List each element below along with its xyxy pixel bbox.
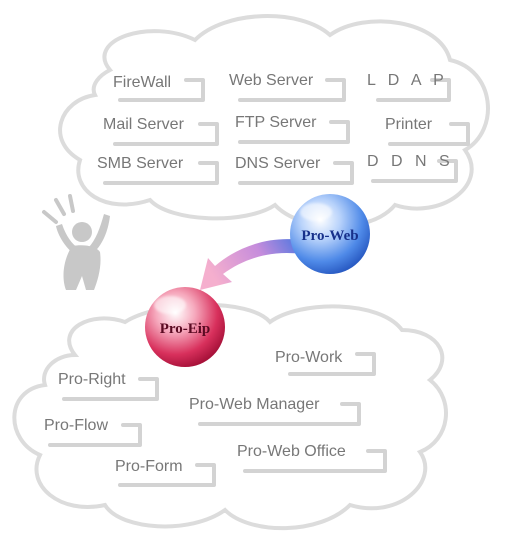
pro-eip-ball: Pro-Eip bbox=[145, 287, 225, 367]
label-pro-right: Pro-Right bbox=[58, 371, 126, 388]
label-pro-form: Pro-Form bbox=[115, 458, 183, 475]
tag-pro-web-office bbox=[243, 449, 387, 473]
bottom-cloud-labels: Pro-Work Pro-Right Pro-Web Manager Pro-F… bbox=[44, 349, 387, 487]
flow-arrow bbox=[200, 239, 302, 290]
label-web-server: Web Server bbox=[229, 72, 314, 89]
tag-mail-server bbox=[113, 122, 219, 146]
tag-ftp-server bbox=[238, 120, 350, 144]
tag-web-server bbox=[238, 78, 346, 102]
label-smb-server: SMB Server bbox=[97, 155, 184, 172]
tag-smb-server bbox=[103, 161, 219, 185]
tag-dns-server bbox=[238, 161, 354, 185]
label-pro-web-manager: Pro-Web Manager bbox=[189, 396, 320, 413]
tag-ddns bbox=[371, 159, 458, 183]
cheering-person-icon bbox=[42, 194, 110, 290]
label-dns-server: DNS Server bbox=[235, 155, 321, 172]
arrow-body bbox=[200, 239, 302, 290]
top-cloud: FireWall Web Server L D A P Mail Server … bbox=[58, 14, 490, 229]
tag-pro-form bbox=[118, 463, 216, 487]
label-mail-server: Mail Server bbox=[103, 116, 185, 133]
top-cloud-shape bbox=[58, 14, 490, 229]
label-ldap: L D A P bbox=[367, 72, 448, 89]
label-pro-web-office: Pro-Web Office bbox=[237, 443, 346, 460]
label-ddns: D D N S bbox=[367, 153, 454, 170]
tag-ldap bbox=[376, 78, 451, 102]
label-pro-work: Pro-Work bbox=[275, 349, 343, 366]
pro-eip-label: Pro-Eip bbox=[160, 321, 211, 337]
label-pro-flow: Pro-Flow bbox=[44, 417, 108, 434]
label-firewall: FireWall bbox=[113, 74, 171, 91]
tag-printer bbox=[388, 122, 470, 146]
tag-pro-web-manager bbox=[198, 402, 361, 426]
tag-pro-flow bbox=[48, 423, 142, 447]
pro-web-ball: Pro-Web bbox=[290, 194, 370, 274]
tag-firewall bbox=[118, 78, 205, 102]
tag-pro-work bbox=[288, 352, 376, 376]
tag-pro-right bbox=[62, 377, 159, 401]
pro-web-label: Pro-Web bbox=[301, 228, 358, 244]
label-printer: Printer bbox=[385, 116, 433, 133]
label-ftp-server: FTP Server bbox=[235, 114, 317, 131]
